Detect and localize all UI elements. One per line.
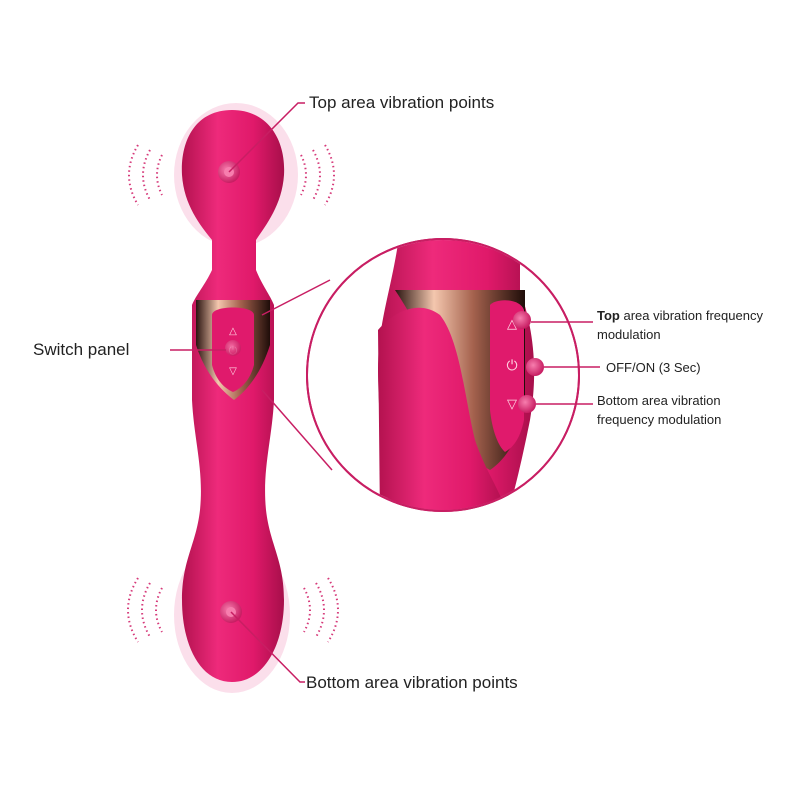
switch-panel-label: Switch panel — [33, 340, 130, 359]
zoom-leader-lines — [531, 321, 600, 405]
device-head — [181, 110, 285, 280]
bottom-points-label: Bottom area vibration points — [306, 673, 518, 692]
leader-lines — [170, 102, 333, 683]
bottom-freq-line1: Bottom area vibration — [597, 393, 721, 408]
top-points-label: Top area vibration points — [309, 93, 495, 112]
vibration-arcs-top-left — [128, 144, 163, 206]
switch-point-dot — [225, 340, 241, 356]
svg-text:▽: ▽ — [507, 397, 517, 412]
vibration-arcs-top-right — [300, 144, 335, 206]
vibration-arcs-bottom-left — [127, 577, 163, 643]
top-freq-bold: Top — [597, 308, 620, 323]
off-on-label: OFF/ON (3 Sec) — [606, 360, 701, 375]
down-triangle-icon: ▽ — [229, 366, 237, 377]
up-triangle-icon: △ — [229, 326, 237, 337]
bottom-freq-dot — [518, 395, 536, 413]
bottom-freq-label: Bottom area vibration frequency modulati… — [597, 391, 721, 429]
device-shaft — [182, 270, 284, 682]
top-freq-line2: modulation — [597, 327, 661, 342]
zoom-detail: △ ⏻ ▽ — [306, 238, 580, 512]
power-dot — [526, 358, 544, 376]
top-freq-dot — [513, 311, 531, 329]
bottom-freq-line2: frequency modulation — [597, 412, 722, 427]
top-freq-rest: area vibration frequency — [619, 308, 763, 323]
top-freq-label: Top area vibration frequency modulation — [597, 306, 763, 344]
svg-text:△: △ — [507, 317, 517, 332]
vibration-arcs-bottom-right — [303, 577, 339, 643]
svg-text:⏻: ⏻ — [506, 358, 517, 374]
